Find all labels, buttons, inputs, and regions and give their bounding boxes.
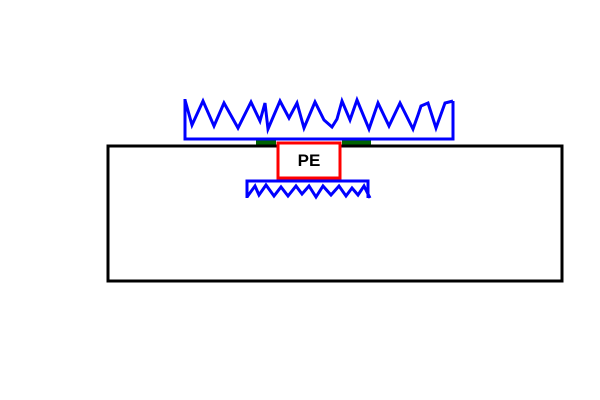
component-pe-box <box>276 141 342 180</box>
bottom-heatsink-body <box>245 179 370 198</box>
top-heatsink <box>183 95 455 141</box>
top-heatsink-fins <box>183 95 454 135</box>
top-heatsink-body <box>183 99 455 141</box>
bottom-heatsink-fins <box>245 182 372 200</box>
component-pe-label: PE <box>298 151 321 170</box>
bottom-heatsink <box>245 179 372 200</box>
